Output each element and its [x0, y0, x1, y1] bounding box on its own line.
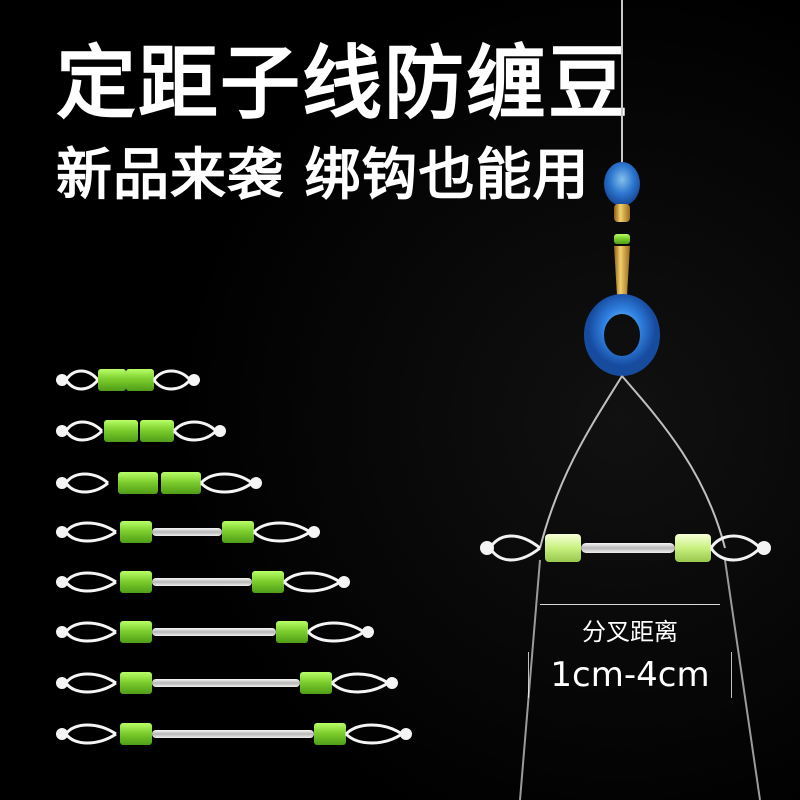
swivel-top: [614, 204, 630, 222]
left-leg-line: [519, 559, 541, 800]
page-title: 定距子线防缠豆: [56, 37, 630, 130]
connector-item-8: [56, 723, 412, 745]
connector-item-4: [56, 521, 320, 543]
left-branch-line: [539, 375, 623, 549]
right-leg-line: [724, 559, 761, 800]
blue-bead: [604, 162, 640, 206]
connector-item-5: [56, 571, 350, 593]
measurement-label: 分叉距离: [540, 604, 720, 653]
connector-item-3: [56, 472, 262, 494]
connector-list: [56, 369, 412, 745]
right-branch-line: [621, 375, 726, 549]
connector-item-7: [56, 672, 398, 694]
swivel-band: [614, 234, 630, 244]
connector-item-2: [56, 420, 226, 442]
connector-item-6: [56, 621, 374, 643]
featured-connector: [480, 534, 771, 562]
connector-item-1: [56, 369, 200, 391]
blue-ring: [584, 294, 660, 376]
page-subtitle: 新品来袭 绑钩也能用: [56, 143, 590, 208]
measurement-range: 1cm-4cm: [528, 652, 732, 698]
